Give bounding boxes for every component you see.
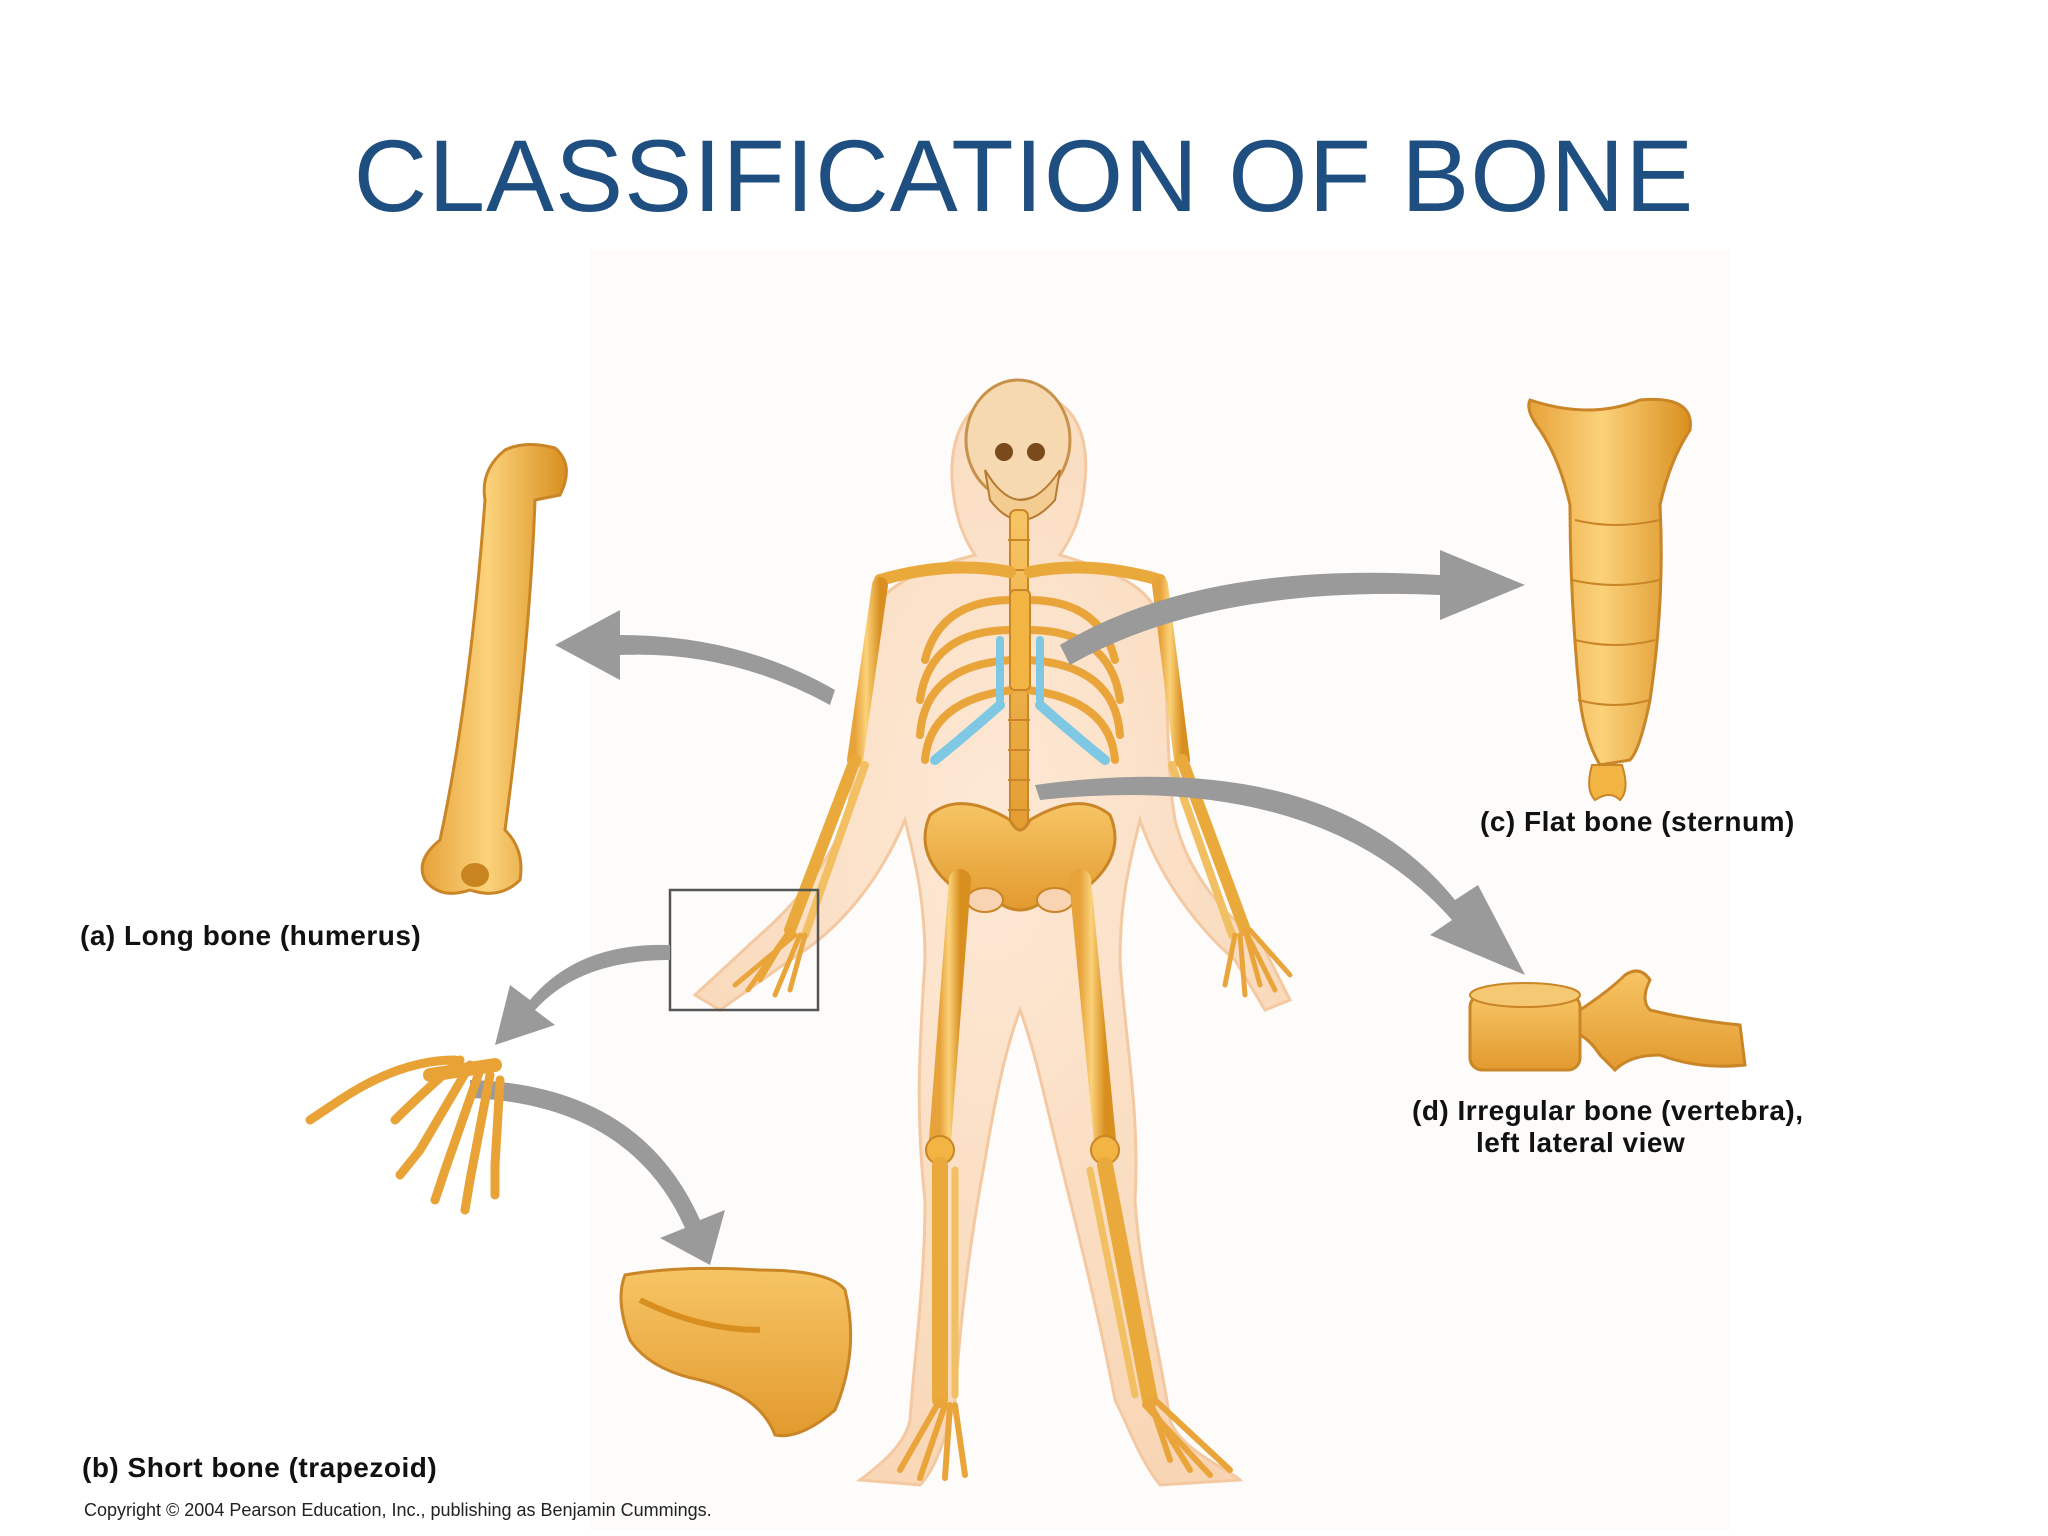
foot-left [897,1397,968,1481]
label-long-bone: (a) Long bone (humerus) [80,920,422,951]
label-irregular-bone-line2: left lateral view [1476,1127,1686,1158]
page-title: CLASSIFICATION OF BONE [353,119,1695,233]
copyright-notice: Copyright © 2004 Pearson Education, Inc.… [84,1500,712,1520]
arrow-to-hand [495,944,670,1045]
skeleton-figure [668,378,1293,1487]
humerus-left [847,577,888,768]
rib-cage [916,596,1124,765]
label-irregular-bone: (d) Irregular bone (vertebra), left late… [1412,1095,1804,1159]
obturator-right [1036,887,1074,913]
sternum-illustration [1527,397,1692,802]
label-short-bone: (b) Short bone (trapezoid) [82,1452,438,1483]
foot-right [1142,1397,1233,1478]
label-flat-bone: (c) Flat bone (sternum) [1480,806,1795,837]
hand-illustration [305,1055,505,1215]
tibia-right [1097,1157,1158,1408]
jaw [984,469,1061,521]
obturator-left [966,887,1004,913]
arrow-to-long-bone [555,610,835,705]
sternum-in-body [1009,589,1031,691]
costal-cartilage [930,700,1005,765]
femur-right [1069,869,1116,1151]
clavicle-right [1024,561,1166,586]
hand-right [1222,927,1293,998]
label-irregular-bone-line1: (d) Irregular bone (vertebra), [1412,1095,1804,1126]
femur-left [929,869,971,1151]
arrow-to-flat-bone [1060,550,1525,665]
hand-left [732,927,808,998]
forearm-left [784,754,861,936]
clavicle-left [874,561,1016,586]
vertebra-illustration [1468,969,1747,1073]
arrow-to-short-bone [470,1080,725,1265]
eye-socket-left [995,443,1013,461]
eye-socket-right [1027,443,1045,461]
humerus-illustration [420,443,568,895]
arrow-to-irregular-bone [1035,776,1525,975]
trapezoid-illustration [619,1266,853,1438]
